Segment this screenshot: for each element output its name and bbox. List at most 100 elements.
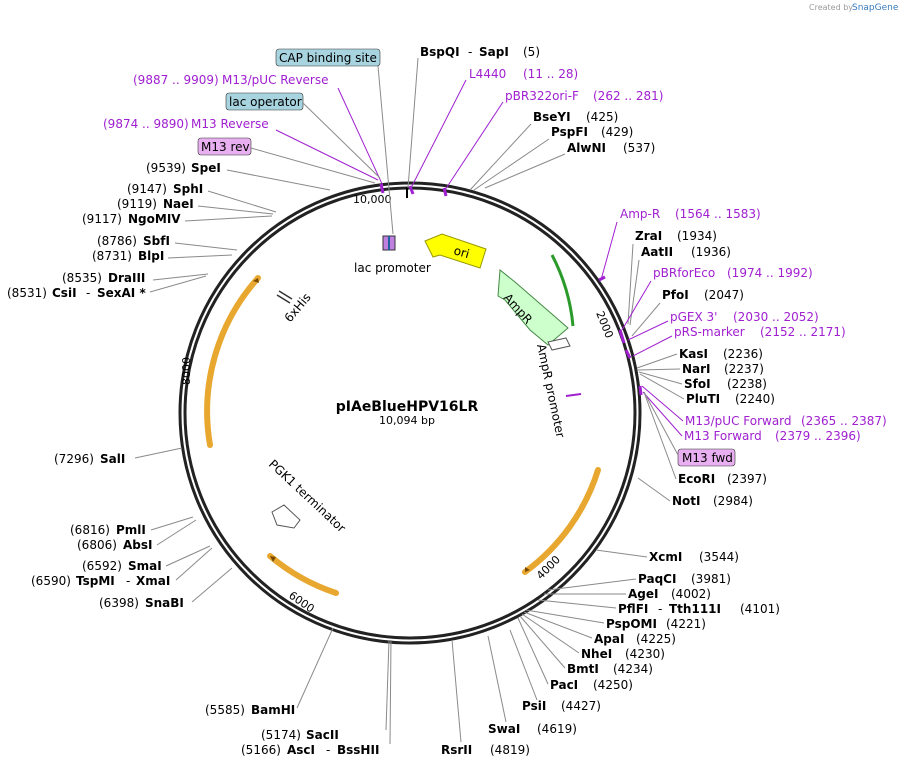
ecori-leader <box>644 394 677 480</box>
absi-leader <box>156 519 197 546</box>
psii-pos: (4427) <box>561 699 601 713</box>
zrai-pos: (1934) <box>677 229 717 243</box>
pluti-pos: (2240) <box>735 392 775 406</box>
bseyi-pos: (425) <box>586 110 618 124</box>
csii-label: CsiI <box>52 286 77 300</box>
pspfi-leader <box>473 138 550 191</box>
paqci-label: PaqCI <box>638 572 676 586</box>
smai-label: SmaI <box>128 559 162 573</box>
csii-pos: (8531) <box>7 286 47 300</box>
tspmi-label: TspMI <box>76 574 115 588</box>
swai-leader <box>487 635 507 723</box>
bspqi-label: BspQI <box>420 45 460 59</box>
pspomi-leader <box>525 609 605 624</box>
pgex-prs-mark <box>624 349 632 359</box>
paci-pos: (4250) <box>593 678 633 692</box>
m13-fwd-label: M13 Forward <box>684 429 762 443</box>
pgex-leader <box>627 320 669 341</box>
nhei-pos: (4230) <box>625 647 665 661</box>
pfoi-pos: (2047) <box>704 288 744 302</box>
m13-fwd-leader <box>642 391 683 437</box>
pgk1-terminator-arrow <box>271 504 301 529</box>
blpi-leader <box>167 254 233 259</box>
kasi-label: KasI <box>679 347 708 361</box>
xcmi-pos: (3544) <box>699 550 739 564</box>
asci-leader <box>389 639 392 745</box>
bmti-label: BmtI <box>567 662 599 676</box>
pbrforeco-leader <box>621 280 652 331</box>
m13-rev-box <box>197 137 252 156</box>
l4440-range: (11 .. 28) <box>523 67 578 81</box>
sphi-leader <box>207 190 277 213</box>
bsshii-label: BssHII <box>337 743 379 757</box>
backbone-outer-ring <box>178 181 642 645</box>
agei-pos: (4002) <box>671 587 711 601</box>
blpi-pos: (8731) <box>92 249 132 263</box>
m13-rev-leader <box>275 129 379 181</box>
prs-range: (2152 .. 2171) <box>760 325 846 339</box>
xmai-label: XmaI <box>136 574 170 588</box>
pflfi-pos: (4101) <box>740 602 780 616</box>
smai-leader <box>165 545 211 567</box>
his-mark-a <box>276 294 291 304</box>
bmti-pos: (4234) <box>613 662 653 676</box>
smai-pos: (6592) <box>82 559 122 573</box>
csii-leader <box>149 275 207 293</box>
pbrforeco-mark <box>618 329 626 344</box>
paqci-pos: (3981) <box>691 572 731 586</box>
aatii-label: AatII <box>641 245 673 259</box>
prs-leader <box>632 335 673 357</box>
spei-pos: (9539) <box>146 161 186 175</box>
m13-rev-box-leader <box>250 147 376 184</box>
created-by-credit: Created by <box>809 3 853 12</box>
tspmi-leader <box>175 547 213 581</box>
m13-rev-box-label: M13 rev <box>201 140 250 154</box>
swai-label: SwaI <box>488 722 520 736</box>
xcmi-label: XcmI <box>649 550 682 564</box>
naei-pos: (9119) <box>117 197 157 211</box>
pbr322-label: pBR322ori-F <box>505 89 579 103</box>
tick-label-10000: 10,000 <box>353 193 392 206</box>
paqci-leader <box>547 578 637 591</box>
pgex-range: (2030 .. 2052) <box>733 310 819 324</box>
sphi-label: SphI <box>173 182 203 196</box>
pgex-label: pGEX 3' <box>670 310 717 324</box>
pfoi-label: PfoI <box>662 288 689 302</box>
sacii-label: SacII <box>306 728 339 742</box>
m13puc-fwd-leader <box>641 385 684 422</box>
csii-sep: - <box>86 286 90 300</box>
pflfi-label: PflFI <box>618 602 648 616</box>
lac-operator-leader <box>302 102 381 179</box>
bseyi-label: BseYI <box>533 110 571 124</box>
pfoi-leader <box>631 302 661 337</box>
sexai-label: SexAI * <box>97 286 146 300</box>
sbfi-pos: (8786) <box>97 234 137 248</box>
m13-fwd-box-leader <box>643 391 679 456</box>
naei-label: NaeI <box>163 197 194 211</box>
sfoi-leader <box>638 371 683 385</box>
sacii-leader <box>385 639 390 731</box>
lac-promoter-label: lac promoter <box>354 261 431 275</box>
noti-pos: (2984) <box>713 494 753 508</box>
cap-binding-leader <box>377 65 394 235</box>
m13puc-rev-range: (9887 .. 9909) <box>133 73 219 87</box>
plasmid-size: 10,094 bp <box>379 414 435 427</box>
noti-leader <box>637 477 671 502</box>
bmti-leader <box>519 615 566 669</box>
alwni-pos: (537) <box>623 141 655 155</box>
snabi-pos: (6398) <box>99 596 139 610</box>
plasmid-name: pIAeBlueHPV16LR <box>336 399 479 415</box>
m13-fwd-mark <box>638 385 643 396</box>
cap-binding-box <box>275 48 381 67</box>
apai-label: ApaI <box>594 632 624 646</box>
pspfi-label: PspFI <box>551 125 588 139</box>
l4440-leader <box>411 79 467 187</box>
pluti-label: PluTI <box>686 392 720 406</box>
asci-pos: (5166) <box>241 743 281 757</box>
pspomi-label: PspOMI <box>606 617 657 631</box>
apai-pos: (4225) <box>636 632 676 646</box>
pflfi-leader <box>537 599 617 609</box>
spei-label: SpeI <box>191 161 221 175</box>
orf-arc-left-arrow <box>253 278 259 283</box>
l4440-label: L4440 <box>469 67 506 81</box>
